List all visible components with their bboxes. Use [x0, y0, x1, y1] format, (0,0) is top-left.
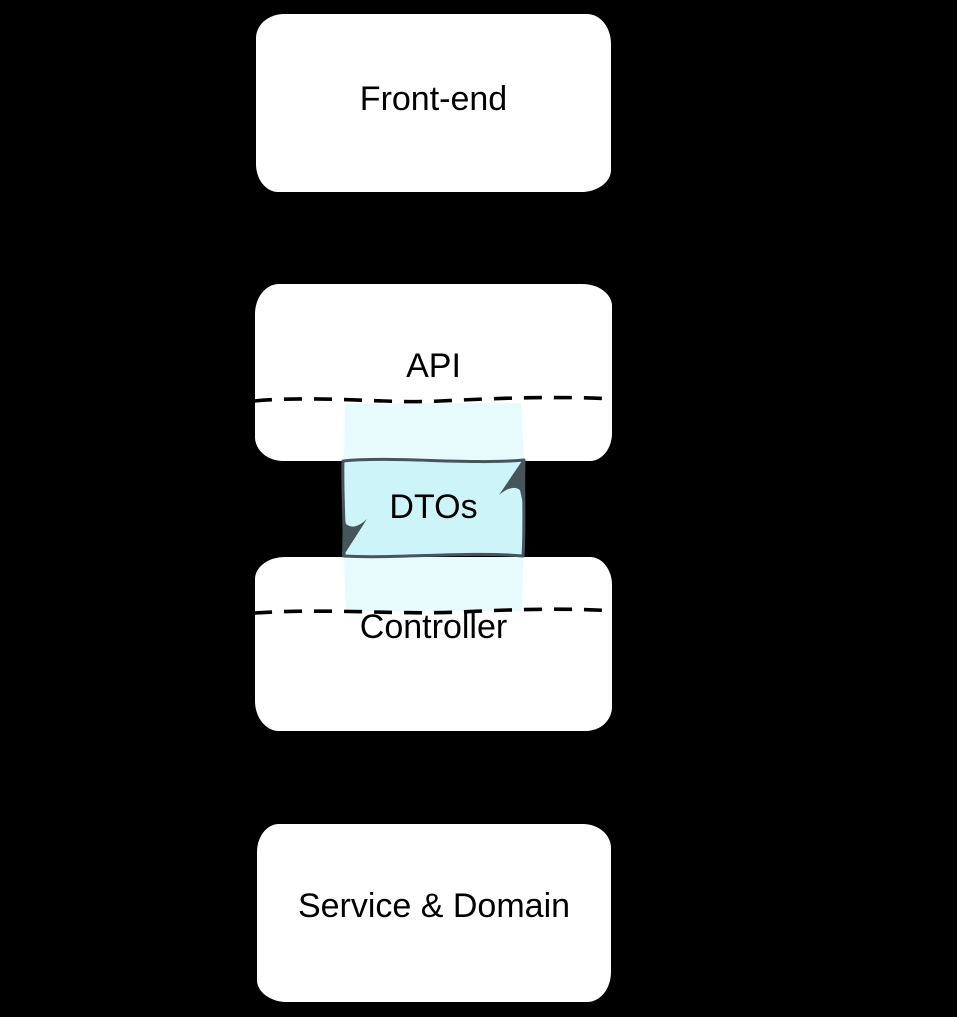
node-frontend-label: Front-end — [359, 80, 508, 119]
node-dtos-label: DTOs — [389, 488, 478, 527]
node-frontend: Front-end — [256, 14, 611, 192]
node-api-label: API — [406, 346, 461, 385]
node-api: API — [255, 284, 612, 461]
node-dtos: DTOs — [343, 460, 524, 556]
node-service-domain-label: Service & Domain — [297, 887, 571, 926]
node-service-domain: Service & Domain — [257, 824, 611, 1002]
node-controller: Controller — [255, 557, 612, 731]
node-controller-label: Controller — [359, 608, 508, 647]
